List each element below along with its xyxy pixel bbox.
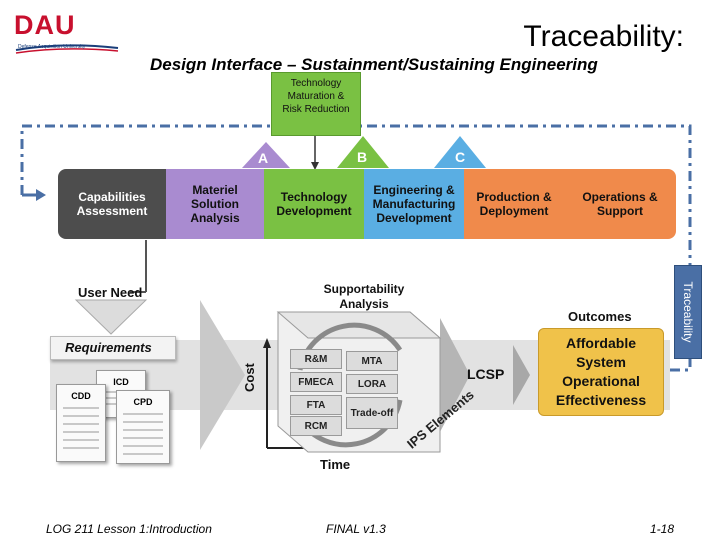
lcsp-label: LCSP [467, 366, 505, 382]
requirements-label: Requirements [65, 340, 152, 355]
traceability-tab: Traceability [674, 265, 702, 359]
sa-lora: LORA [346, 374, 398, 394]
phase-label: Operations & Support [582, 190, 658, 218]
logo-subtitle: Defense Acquisition University [18, 44, 86, 50]
sa-mta: MTA [346, 351, 398, 371]
requirements-box: Requirements [50, 336, 176, 360]
page-title: Traceability: [523, 20, 684, 53]
icd-title: ICD [113, 377, 129, 387]
phase-production-deployment: Production & Deployment [464, 169, 564, 239]
phase-label: Technology Development [276, 190, 352, 218]
cpd-document: CPD [116, 390, 170, 464]
sa-rm: R&M [290, 349, 342, 369]
phase-label: Production & Deployment [476, 190, 552, 218]
technology-maturation-box: Technology Maturation & Risk Reduction [271, 72, 361, 136]
footer-right: 1-18 [650, 522, 675, 536]
traceability-label: Traceability [681, 281, 695, 343]
user-need-label: User Need [78, 285, 143, 300]
technology-maturation-label: Technology Maturation & Risk Reduction [282, 78, 350, 115]
phase-capabilities-assessment: Capabilities Assessment [58, 169, 166, 239]
logo-swoosh-icon [15, 44, 119, 54]
time-axis-label: Time [320, 457, 351, 472]
phase-materiel-solution-analysis: Materiel Solution Analysis [166, 169, 264, 239]
phase-label: Capabilities Assessment [76, 190, 148, 218]
milestone-c: C [455, 149, 466, 165]
phase-label: Engineering & Manufacturing Development [372, 183, 456, 225]
phase-technology-development: Technology Development [264, 169, 364, 239]
footer-left: LOG 211 Lesson 1:Introduction [46, 522, 212, 536]
outcomes-label: Outcomes [568, 309, 632, 324]
page-subtitle: Design Interface – Sustainment/Sustainin… [150, 55, 598, 74]
phase-label: Materiel Solution Analysis [190, 183, 240, 225]
sa-rcm: RCM [290, 416, 342, 436]
sa-fta: FTA [290, 395, 342, 415]
milestone-a: A [258, 150, 269, 166]
sa-fmeca: FMECA [290, 372, 342, 392]
supportability-analysis-label: Supportability Analysis [323, 282, 405, 311]
cdd-title: CDD [71, 391, 91, 401]
milestone-b: B [357, 149, 368, 165]
cdd-document: CDD [56, 384, 106, 462]
sa-tradeoff: Trade-off [346, 397, 398, 429]
footer-center: FINAL v1.3 [326, 522, 386, 536]
outcome-label: Affordable System Operational Effectiven… [555, 335, 647, 408]
phase-emd: Engineering & Manufacturing Development [364, 169, 464, 239]
phase-operations-support: Operations & Support [564, 169, 676, 239]
dau-logo [14, 12, 120, 56]
outcome-box: Affordable System Operational Effectiven… [538, 328, 664, 416]
cost-axis-label: Cost [242, 363, 257, 392]
logo-text: DAU [14, 10, 76, 40]
cpd-title: CPD [133, 397, 153, 407]
